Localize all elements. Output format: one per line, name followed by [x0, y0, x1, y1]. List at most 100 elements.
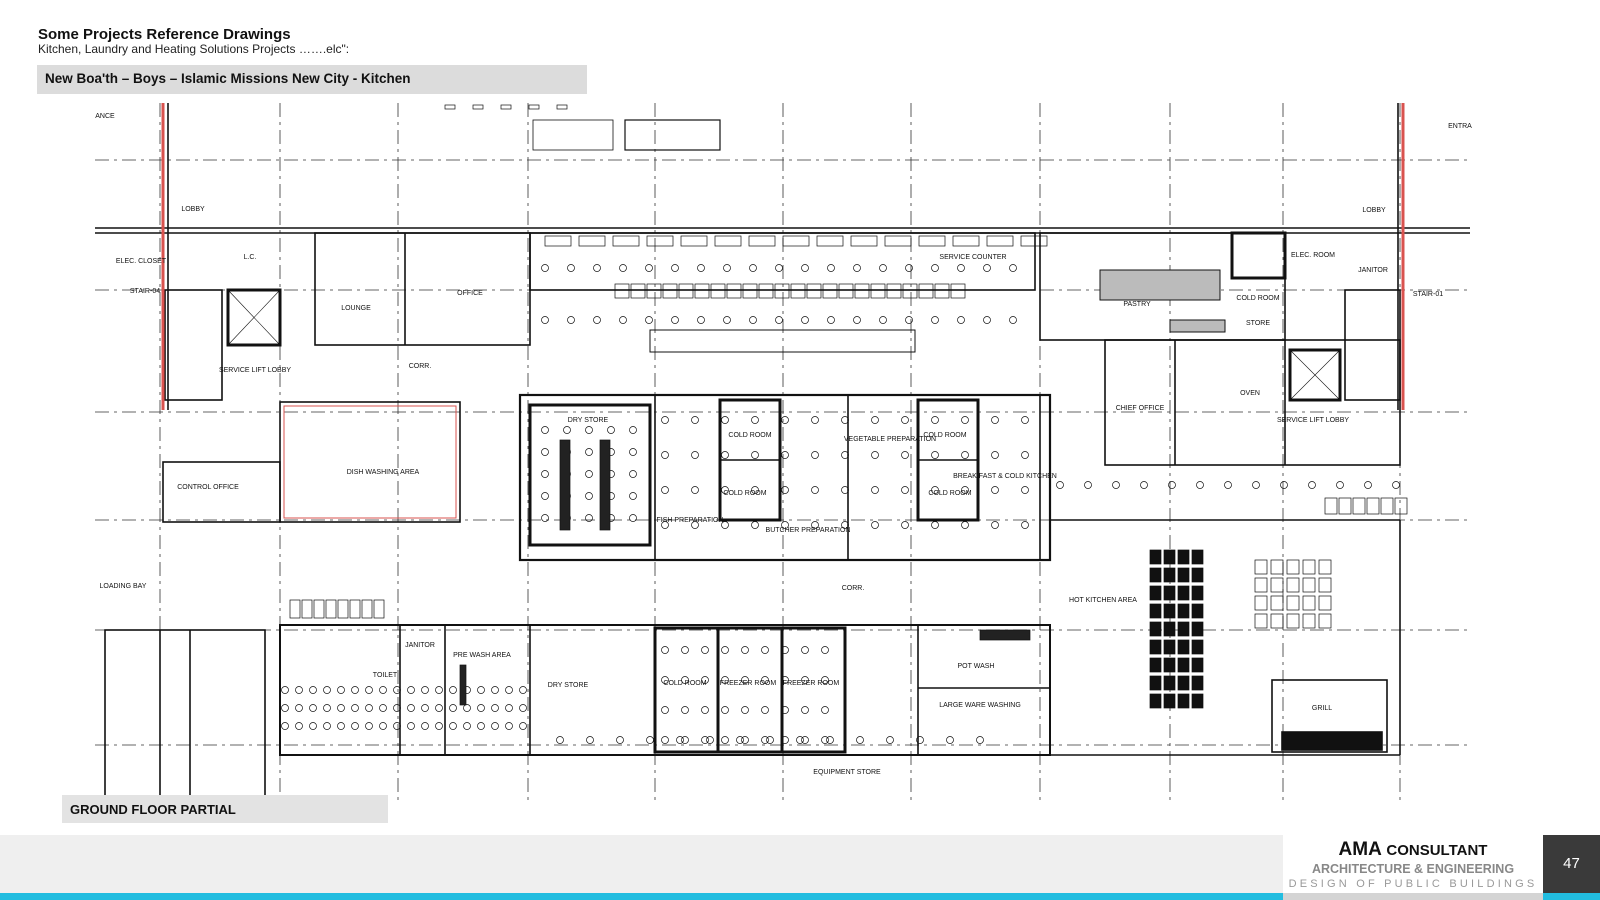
- fixture-symbol: [541, 426, 549, 434]
- fixture-symbol: [541, 492, 549, 500]
- fixture-symbol: [567, 316, 575, 324]
- fixture-symbol: [449, 686, 457, 694]
- room-label: LOBBY: [1362, 207, 1386, 214]
- equipment-unit: [614, 283, 630, 299]
- equipment-unit: [444, 104, 456, 110]
- fixture-symbol: [629, 426, 637, 434]
- equipment-unit: [816, 235, 844, 247]
- room-label: ANCE: [95, 113, 115, 120]
- fixture-symbol: [879, 316, 887, 324]
- room-label: JANITOR: [1358, 267, 1388, 274]
- room-label: GRILL: [1312, 705, 1332, 712]
- fixture-symbol: [1336, 481, 1344, 489]
- room-label: CHIEF OFFICE: [1116, 405, 1165, 412]
- fixture-symbol: [281, 722, 289, 730]
- equipment-unit: [1177, 621, 1190, 637]
- fixture-symbol: [365, 686, 373, 694]
- fixture-symbol: [1009, 316, 1017, 324]
- room-label: COLD ROOM: [1236, 295, 1279, 302]
- fixture-symbol: [295, 686, 303, 694]
- room-label: POT WASH: [958, 663, 995, 670]
- room-label: FREEZER ROOM: [783, 680, 840, 687]
- fixture-symbol: [931, 316, 939, 324]
- equipment-unit: [1163, 603, 1176, 619]
- fixture-symbol: [991, 416, 999, 424]
- equipment-unit: [1149, 567, 1162, 583]
- fixture-symbol: [801, 736, 809, 744]
- fixture-symbol: [751, 451, 759, 459]
- fixture-symbol: [801, 316, 809, 324]
- fixture-symbol: [491, 686, 499, 694]
- equipment-unit: [556, 104, 568, 110]
- fixture-symbol: [761, 736, 769, 744]
- fixture-symbol: [365, 704, 373, 712]
- fixture-symbol: [796, 736, 804, 744]
- room-label: ENTRA: [1448, 123, 1472, 130]
- equipment-unit: [1163, 567, 1176, 583]
- room-label: ELEC. CLOSET: [116, 258, 167, 265]
- logo-subtagline: DESIGN OF PUBLIC BUILDINGS: [1288, 878, 1538, 890]
- fixture-symbol: [661, 646, 669, 654]
- fixture-symbol: [741, 676, 749, 684]
- equipment-unit: [1254, 613, 1268, 629]
- fixture-symbol: [1021, 416, 1029, 424]
- fixture-symbol: [879, 264, 887, 272]
- room-label: COLD ROOM: [928, 490, 971, 497]
- room-label: FISH PREPARATION: [656, 517, 723, 524]
- fixture-symbol: [681, 736, 689, 744]
- equipment-unit: [1318, 577, 1332, 593]
- fixture-symbol: [821, 706, 829, 714]
- fixture-symbol: [931, 486, 939, 494]
- equipment-unit: [1254, 595, 1268, 611]
- equipment-unit: [313, 599, 325, 619]
- equipment-unit: [1302, 559, 1316, 575]
- equipment-unit: [806, 283, 822, 299]
- equipment-unit: [1191, 657, 1204, 673]
- fixture-symbol: [435, 722, 443, 730]
- footer-accent-bar-right: [1543, 893, 1600, 900]
- equipment-unit: [1177, 657, 1190, 673]
- room-label: PRE WASH AREA: [453, 652, 511, 659]
- fixture-symbol: [379, 704, 387, 712]
- fixture-symbol: [619, 264, 627, 272]
- equipment-unit: [1270, 559, 1284, 575]
- fixture-symbol: [991, 486, 999, 494]
- fixture-symbol: [751, 416, 759, 424]
- equipment-unit: [559, 439, 571, 531]
- slide-subtitle: Kitchen, Laundry and Heating Solutions P…: [38, 42, 350, 56]
- equipment-unit: [884, 235, 912, 247]
- fixture-symbol: [781, 416, 789, 424]
- footer-gray-bar: [1283, 893, 1543, 900]
- equipment-unit: [1270, 613, 1284, 629]
- project-title-bar: New Boa'th – Boys – Islamic Missions New…: [37, 65, 587, 94]
- fixture-symbol: [841, 416, 849, 424]
- room-label: LARGE WARE WASHING: [939, 702, 1021, 709]
- fixture-symbol: [723, 316, 731, 324]
- fixture-symbol: [629, 448, 637, 456]
- equipment-unit: [1149, 585, 1162, 601]
- fixture-symbol: [781, 676, 789, 684]
- equipment-unit: [1177, 585, 1190, 601]
- equipment-unit: [758, 283, 774, 299]
- fixture-symbol: [976, 736, 984, 744]
- fixture-symbol: [749, 316, 757, 324]
- project-title: New Boa'th – Boys – Islamic Missions New…: [45, 71, 411, 86]
- fixture-symbol: [751, 486, 759, 494]
- equipment-unit: [1394, 497, 1408, 515]
- fixture-symbol: [1056, 481, 1064, 489]
- fixture-symbol: [661, 706, 669, 714]
- fixture-symbol: [871, 521, 879, 529]
- equipment-unit: [1163, 621, 1176, 637]
- equipment-unit: [630, 283, 646, 299]
- fixture-symbol: [721, 676, 729, 684]
- equipment-unit: [1177, 567, 1190, 583]
- fixture-symbol: [1021, 521, 1029, 529]
- fixture-symbol: [961, 521, 969, 529]
- fixture-symbol: [961, 451, 969, 459]
- equipment-unit: [1302, 595, 1316, 611]
- fixture-symbol: [751, 521, 759, 529]
- equipment-unit: [774, 283, 790, 299]
- fixture-symbol: [1196, 481, 1204, 489]
- fixture-symbol: [407, 722, 415, 730]
- fixture-symbol: [781, 646, 789, 654]
